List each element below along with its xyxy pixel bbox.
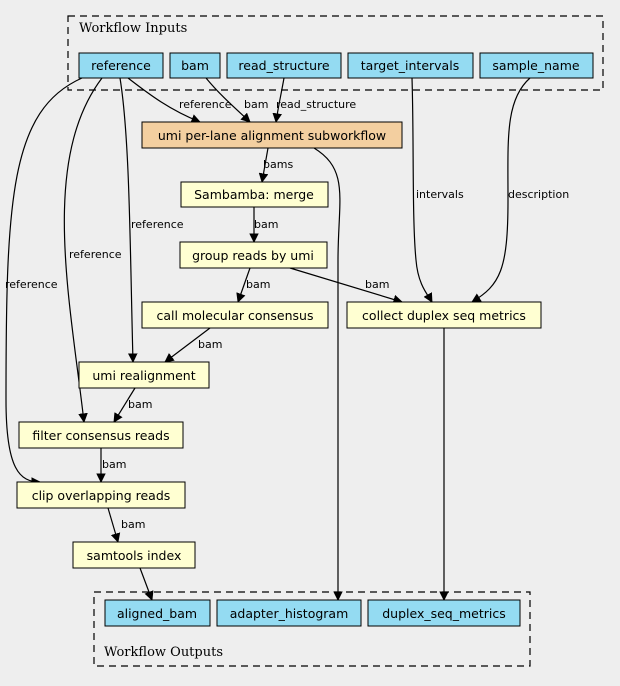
node-aligned-bam[interactable] [104,599,211,627]
edge-group-to-duplex [289,267,403,305]
edge-label-reference-to-align: reference [179,98,232,111]
node-call-molecular-consensus-label: call molecular consensus [157,308,314,323]
edge-label-filter-to-clip: bam [102,458,126,471]
edge-bam-to-umi-alignment [205,77,251,123]
node-sambamba-merge-label: Sambamba: merge [194,187,314,202]
edge-label-reference-to-realign: reference [131,218,184,231]
edge-umi-alignment-to-adapter-histogram [313,147,343,601]
node-samtools-index-label: samtools index [87,548,182,563]
edge-realign-to-filter [113,387,136,423]
edge-sample-name-to-duplex [471,77,531,303]
edges [5,77,531,601]
node-umi-realignment[interactable] [78,361,210,389]
node-read-structure-label: read_structure [238,58,329,73]
node-sambamba-merge[interactable] [180,181,329,208]
edge-group-to-consensus [236,267,251,303]
edge-consensus-to-realign [164,327,211,363]
edge-labels: reference bam read_structure bams bam re… [5,98,569,531]
node-adapter-histogram-label: adapter_histogram [230,606,349,621]
node-bam[interactable] [169,52,221,79]
edge-label-read-structure-to-align: read_structure [276,98,356,111]
node-duplex-seq-metrics[interactable] [367,599,521,627]
node-adapter-histogram[interactable] [216,599,362,627]
node-filter-consensus-reads-label: filter consensus reads [32,428,169,443]
edge-label-reference-to-clip: reference [5,278,58,291]
edge-umi-alignment-to-merge [258,147,269,183]
edge-label-intervals-to-duplex: intervals [416,188,464,201]
node-umi-realignment-label: umi realignment [92,368,195,383]
edge-label-reference-to-filter: reference [69,248,122,261]
node-target-intervals-label: target_intervals [361,58,459,73]
edge-index-to-aligned-bam [139,567,154,601]
node-collect-duplex-seq-metrics-label: collect duplex seq metrics [362,308,526,323]
output-nodes: aligned_bam adapter_histogram duplex_seq… [104,599,521,627]
edge-reference-to-filter [63,77,103,423]
node-target-intervals[interactable] [347,52,474,79]
edge-label-description-to-duplex: description [508,188,569,201]
workflow-inputs-label: Workflow Inputs [79,21,187,36]
node-collect-duplex-seq-metrics[interactable] [346,301,542,329]
node-sample-name[interactable] [479,52,594,79]
edge-label-merge-to-group: bam [254,218,278,231]
node-bam-label: bam [181,58,209,73]
node-group-reads-by-umi-label: group reads by umi [192,248,314,263]
workflow-inputs-cluster [67,15,604,91]
edge-label-clip-to-index: bam [121,518,145,531]
node-sample-name-label: sample_name [492,58,579,73]
node-samtools-index[interactable] [72,541,196,569]
node-group-reads-by-umi[interactable] [179,241,328,269]
workflow-outputs-label: Workflow Outputs [104,645,223,660]
node-clip-overlapping-reads[interactable] [16,481,186,509]
edge-read-structure-to-umi-alignment [272,77,285,123]
edge-reference-to-umi-alignment [127,77,201,124]
node-umi-alignment-subworkflow-label: umi per-lane alignment subworkflow [158,128,386,143]
node-umi-alignment-subworkflow[interactable] [141,121,403,149]
node-duplex-seq-metrics-label: duplex_seq_metrics [382,606,506,621]
edge-label-group-to-duplex: bam [365,278,389,291]
edge-reference-to-clip [5,77,83,487]
node-reference[interactable] [78,52,164,79]
edge-label-group-to-consensus: bam [246,278,270,291]
node-aligned-bam-label: aligned_bam [117,606,197,621]
edge-reference-to-realign [119,77,138,363]
node-filter-consensus-reads[interactable] [18,421,184,449]
input-nodes: reference bam read_structure target_inte… [78,52,594,79]
edge-label-consensus-to-realign: bam [198,338,222,351]
edge-label-align-to-merge: bams [263,158,293,171]
edge-clip-to-index [107,507,121,543]
node-clip-overlapping-reads-label: clip overlapping reads [32,488,171,503]
node-call-molecular-consensus[interactable] [141,301,329,329]
node-read-structure[interactable] [226,52,342,79]
step-nodes: umi per-lane alignment subworkflow Samba… [16,121,542,569]
edge-label-bam-to-align: bam [244,98,268,111]
edge-target-intervals-to-duplex [411,77,433,303]
node-reference-label: reference [91,58,151,73]
workflow-outputs-cluster [93,591,531,667]
edge-label-realign-to-filter: bam [128,398,152,411]
